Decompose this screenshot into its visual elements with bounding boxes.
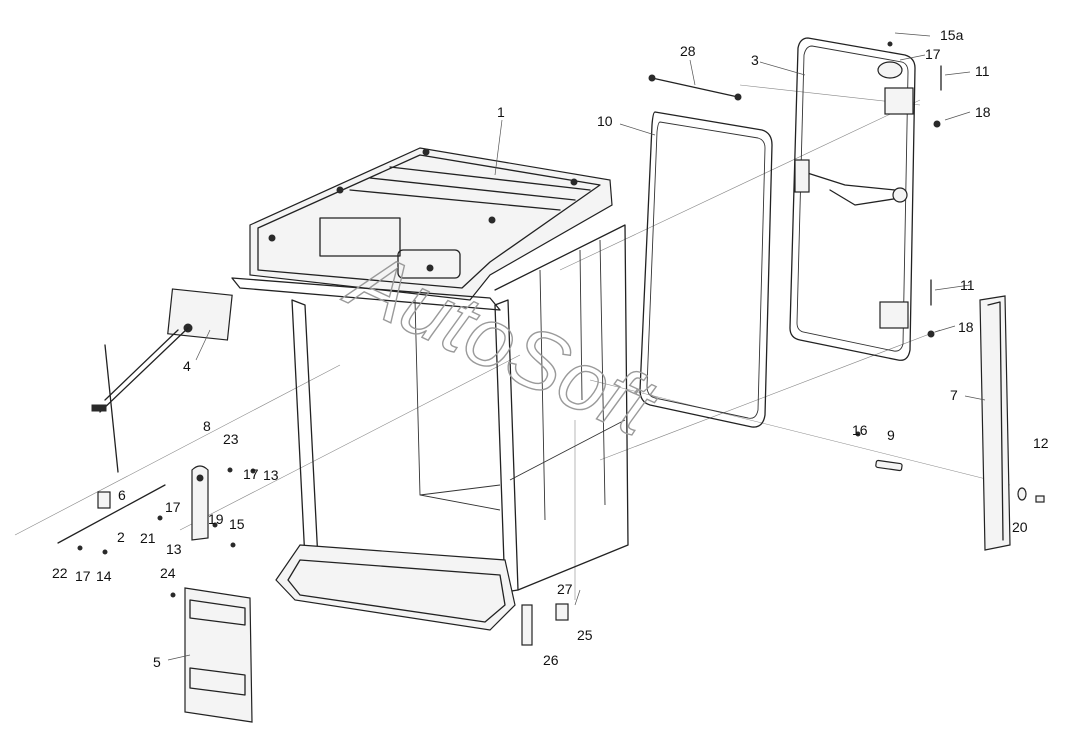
callout-25: 25 [577,627,593,643]
callout-11-top: 11 [975,63,990,79]
callout-12: 12 [1033,435,1049,451]
callout-5: 5 [153,654,161,670]
callout-18-bottom: 18 [958,319,974,335]
callout-14: 14 [96,568,112,584]
callout-17-door: 17 [925,46,941,62]
callout-28: 28 [680,43,696,59]
assembly-lines [14,84,1011,600]
wiper-assembly [91,288,233,473]
callout-4: 4 [183,358,191,374]
callout-2: 2 [117,529,125,545]
callout-17-rod: 17 [165,499,181,515]
callout-24: 24 [160,565,176,581]
rear-post [979,295,1011,551]
callout-8: 8 [203,418,211,434]
callout-11-bottom: 11 [960,277,975,293]
callout-18-top: 18 [975,104,991,120]
callout-13-left: 13 [166,541,182,557]
callout-13-right: 13 [263,467,279,483]
rod-assembly [57,465,209,544]
callout-9: 9 [887,427,895,443]
callout-17-bottom: 17 [75,568,91,584]
callout-1: 1 [497,104,505,120]
storage-panel [184,587,253,723]
callout-17-bracket: 17 [243,466,259,482]
callout-16: 16 [852,422,868,438]
callout-6: 6 [118,487,126,503]
leader-lines [167,32,986,661]
callout-21: 21 [140,530,156,546]
door-frame [789,37,916,361]
callout-23: 23 [223,431,239,447]
callout-26: 26 [543,652,559,668]
callout-labels: 1 2 3 4 5 6 7 8 9 10 11 11 12 13 13 14 1… [52,27,1049,670]
callout-15a: 15a [940,27,964,43]
callout-20: 20 [1012,519,1028,535]
callout-15: 15 [229,516,245,532]
callout-19: 19 [208,511,224,527]
callout-3: 3 [751,52,759,68]
callout-7: 7 [950,387,958,403]
window-seal [639,111,773,428]
cab-body [231,147,629,631]
gas-strut [648,74,742,101]
callout-27: 27 [557,581,573,597]
small-fasteners [77,41,1045,646]
callout-10: 10 [597,113,613,129]
callout-22: 22 [52,565,68,581]
